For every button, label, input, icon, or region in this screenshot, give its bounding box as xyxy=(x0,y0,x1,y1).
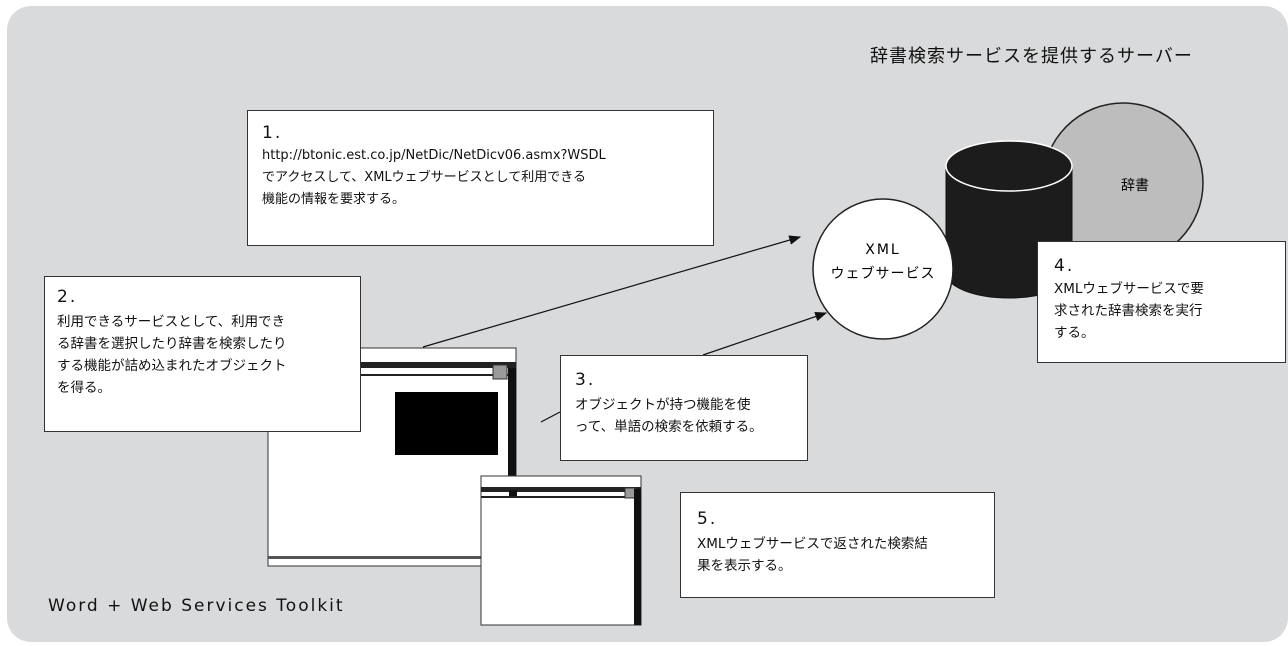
step-2-number: 2. xyxy=(57,287,78,307)
step-1-text: http://btonic.est.co.jp/NetDic/NetDicv06… xyxy=(262,148,606,207)
step-1-number: 1. xyxy=(262,123,283,143)
step-4-text: XMLウェブサービスで要 求された辞書検索を実行 する。 xyxy=(1054,281,1204,341)
arrow-request-wsdl xyxy=(422,235,802,348)
step-2-box: 2. 利用できるサービスとして、利用でき る辞書を選択したり辞書を検索したり す… xyxy=(44,276,361,432)
arrow-search-request xyxy=(702,311,828,356)
dictionary-label: 辞書 xyxy=(1121,178,1149,194)
step-1-box: 1. http://btonic.est.co.jp/NetDic/NetDic… xyxy=(247,110,714,246)
result-window-icon xyxy=(480,475,642,626)
step-5-number: 5. xyxy=(697,509,718,529)
connector-step3 xyxy=(540,411,561,423)
footer-label: Word + Web Services Toolkit xyxy=(48,596,345,616)
server-title: 辞書検索サービスを提供するサーバー xyxy=(870,46,1193,67)
xml-service-circle xyxy=(812,198,954,340)
step-4-number: 4. xyxy=(1054,256,1075,276)
step-3-text: オブジェクトが持つ機能を使 って、単語の検索を依頼する。 xyxy=(575,397,763,435)
step-5-text: XMLウェブサービスで返された検索結 果を表示する。 xyxy=(697,536,928,574)
step-2-text: 利用できるサービスとして、利用でき る辞書を選択したり辞書を検索したり する機能… xyxy=(57,314,287,396)
step-4-box: 4. XMLウェブサービスで要 求された辞書検索を実行 する。 xyxy=(1037,241,1286,363)
xml-service-label-2: ウェブサービス xyxy=(831,265,936,282)
step-5-box: 5. XMLウェブサービスで返された検索結 果を表示する。 xyxy=(680,492,995,598)
step-3-box: 3. オブジェクトが持つ機能を使 って、単語の検索を依頼する。 xyxy=(560,355,808,461)
xml-service-label-1: XML xyxy=(865,242,900,258)
step-3-number: 3. xyxy=(575,370,596,390)
